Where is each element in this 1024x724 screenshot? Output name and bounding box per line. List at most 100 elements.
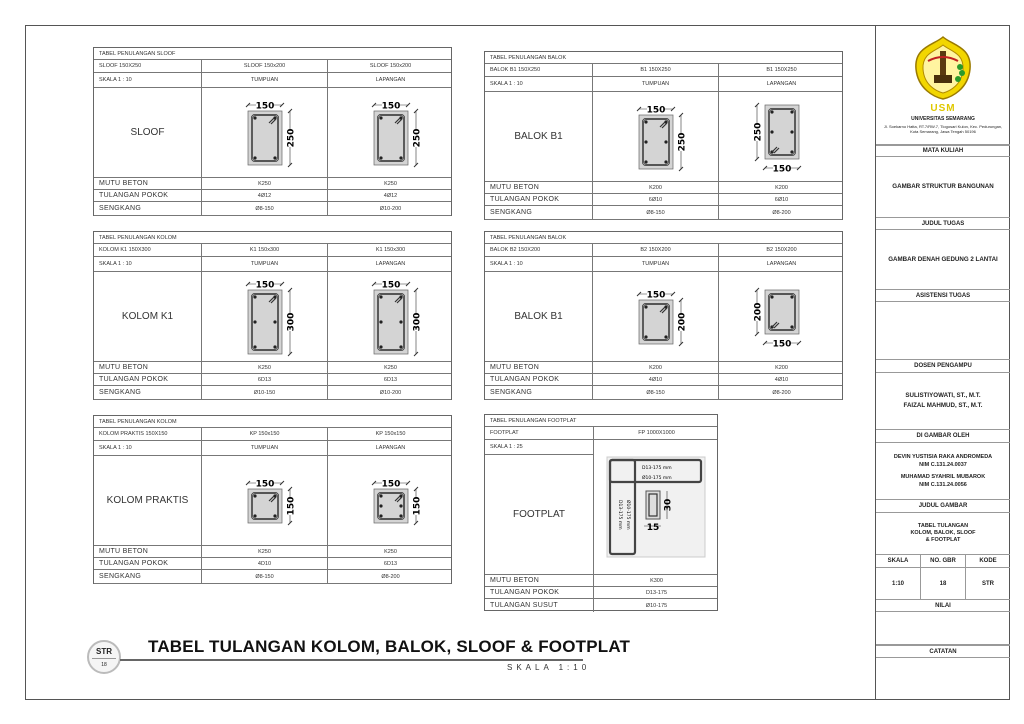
sengkang-value: Ø8-150 xyxy=(592,206,718,219)
height-dimension: 300 xyxy=(285,287,297,356)
element-name: KOLOM PRAKTIS xyxy=(106,495,189,506)
kode-value: STR xyxy=(965,568,1010,599)
skala-label: SKALA xyxy=(887,558,909,564)
student-nim: NIM C.131.24.0037 xyxy=(919,462,967,468)
rebar xyxy=(644,159,648,164)
table-title: TABEL PENULANGAN BALOK xyxy=(490,234,567,241)
scale-label: SKALA 1 : 10 xyxy=(99,261,132,267)
rebar xyxy=(253,294,257,299)
section-size: B2 150X200 xyxy=(718,244,844,256)
dosen-name: FAIZAL MAHMUD, ST., M.T. xyxy=(903,402,983,409)
footplat-column xyxy=(608,458,637,555)
rebar xyxy=(790,129,794,134)
mutu-label: MUTU BETON xyxy=(490,364,540,371)
table-title: TABEL PENULANGAN KOLOM xyxy=(99,234,177,241)
mutu-value: K200 xyxy=(718,362,844,373)
rebar xyxy=(664,334,668,339)
mutu-value: K200 xyxy=(592,182,718,193)
mutu-value: K250 xyxy=(201,362,327,373)
element-type: BALOK B2 150X200 xyxy=(490,247,541,253)
student-name: DEVIN YUSTISIA RAKA ANDROMEDA xyxy=(893,454,993,460)
element-name: KOLOM K1 xyxy=(121,311,174,322)
section-size: B2 150X200 xyxy=(592,244,718,256)
mutu-value: K250 xyxy=(201,178,327,189)
position-label: TUMPUAN xyxy=(592,77,718,91)
svg-text:150: 150 xyxy=(647,290,666,300)
rebar xyxy=(644,334,648,339)
susut-label: TULANGAN SUSUT xyxy=(490,602,558,609)
sengkang-label: SENGKANG xyxy=(99,573,142,580)
sengkang-label: SENGKANG xyxy=(490,389,533,396)
height-dimension: 200 xyxy=(752,287,764,336)
rebar xyxy=(790,294,794,299)
rebar xyxy=(253,319,257,324)
sengkang-value: Ø8-150 xyxy=(201,202,327,215)
stirrup-hook xyxy=(659,121,668,128)
pokok-label: TULANGAN POKOK xyxy=(99,192,169,199)
scale-label: SKALA 1 : 10 xyxy=(99,445,132,451)
judul-gambar-line: KOLOM, BALOK, SLOOF xyxy=(910,530,976,536)
svg-text:150: 150 xyxy=(382,280,401,290)
sheet-badge: STR 18 xyxy=(87,640,121,674)
pokok-value: 6D13 xyxy=(201,374,327,385)
rebar xyxy=(253,493,257,498)
element-type: BALOK B1 150X250 xyxy=(490,67,541,73)
section-cell: 150 200 xyxy=(592,272,718,361)
height-dimension: 250 xyxy=(411,108,423,167)
rebar xyxy=(399,155,403,160)
rebar xyxy=(379,493,383,498)
mata-kuliah-value: GAMBAR STRUKTUR BANGUNAN xyxy=(876,157,1010,218)
rebar xyxy=(399,319,403,324)
height-dimension: 200 xyxy=(676,297,688,346)
table-title-row: TABEL PENULANGAN FOOTPLAT xyxy=(485,415,717,427)
sengkang-value: Ø8-200 xyxy=(718,206,844,219)
rebar xyxy=(253,155,257,160)
stirrup-hook xyxy=(659,306,668,313)
height-dimension: 250 xyxy=(752,102,764,161)
rebar xyxy=(664,159,668,164)
judul-gambar-value: TABEL TULANGAN KOLOM, BALOK, SLOOF & FOO… xyxy=(876,513,1010,555)
sheet-title: TABEL TULANGAN KOLOM, BALOK, SLOOF & FOO… xyxy=(148,637,631,656)
section-size: FP 1000X1000 xyxy=(593,427,719,439)
pokok-value: 6Ø10 xyxy=(592,194,718,205)
sengkang-value: Ø10-150 xyxy=(201,386,327,399)
rebar xyxy=(379,503,383,508)
svg-text:250: 250 xyxy=(754,122,764,141)
width-dimension: 150 xyxy=(245,477,285,489)
concrete-section xyxy=(373,289,409,354)
mutu-label: MUTU BETON xyxy=(99,548,149,555)
element-name: BALOK B1 xyxy=(514,131,563,142)
element-type: KOLOM K1 150X300 xyxy=(99,247,151,253)
pokok-value: 4D10 xyxy=(201,558,327,569)
judul-tugas-label: JUDUL TUGAS xyxy=(876,218,1010,230)
mutu-value: K250 xyxy=(327,362,453,373)
section-size: SLOOF 150x200 xyxy=(327,60,453,72)
svg-text:150: 150 xyxy=(382,479,401,489)
judul-gambar-line: TABEL TULANGAN xyxy=(917,523,969,529)
element-name: FOOTPLAT xyxy=(485,454,593,574)
dosen-label: DOSEN PENGAMPU xyxy=(876,360,1010,373)
rebar xyxy=(399,503,403,508)
